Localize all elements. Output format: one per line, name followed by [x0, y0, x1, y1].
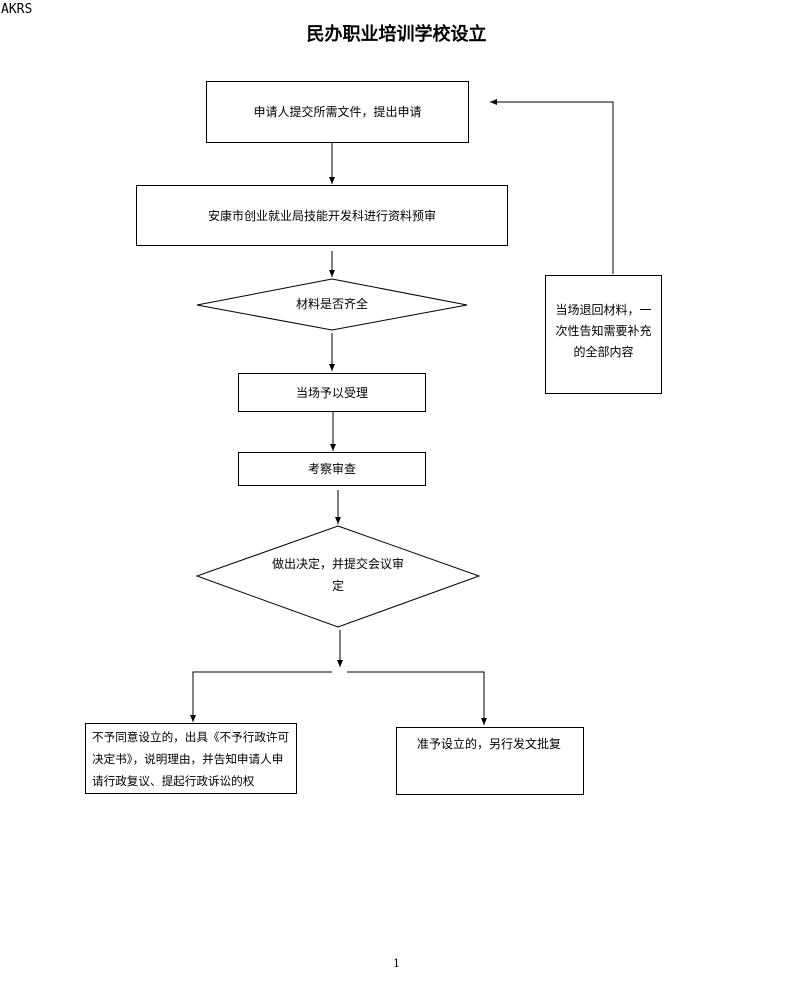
outcome-approve-text: 准予设立的，另行发文批复 — [417, 737, 562, 751]
outcome-approve-box: 准予设立的，另行发文批复 — [396, 727, 584, 795]
page-number: 1 — [393, 957, 400, 970]
split-right-connector — [347, 671, 487, 725]
step-inspect-box: 考察审查 — [238, 452, 426, 486]
step-inspect-text: 考察审查 — [307, 462, 356, 476]
split-left-connector — [190, 671, 332, 722]
return-loop-connector — [490, 99, 614, 274]
outcome-reject-text: 不予同意设立的，出具《不予行政许可决定书》，说明理由，并告知申请人申请行政复议、… — [92, 730, 290, 788]
decision-final-line2: 定 — [331, 579, 344, 593]
decision-diamond-final — [195, 525, 481, 628]
step-apply-text: 申请人提交所需文件，提出申请 — [253, 105, 422, 119]
decision-materials-text: 材料是否齐全 — [295, 297, 368, 311]
step-apply-box: 申请人提交所需文件，提出申请 — [206, 81, 469, 143]
decision-diamond-materials — [196, 278, 468, 331]
step-review-box: 安康市创业就业局技能开发科进行资料预审 — [136, 185, 508, 246]
side-return-text: 当场退回材料，一次性告知需要补充的全部内容 — [555, 303, 652, 359]
page-title: 民办职业培训学校设立 — [306, 24, 487, 45]
step-review-text: 安康市创业就业局技能开发科进行资料预审 — [207, 208, 436, 223]
decision-final-text: 做出决定，并提交会议审 定 — [238, 553, 438, 597]
decision-final-line1: 做出决定，并提交会议审 — [271, 557, 404, 571]
step-accept-text: 当场予以受理 — [295, 385, 368, 400]
side-return-box: 当场退回材料，一次性告知需要补充的全部内容 — [545, 275, 662, 394]
outcome-reject-box: 不予同意设立的，出具《不予行政许可决定书》，说明理由，并告知申请人申请行政复议、… — [85, 723, 297, 794]
step-accept-box: 当场予以受理 — [238, 373, 426, 412]
corner-mark: AKRS — [1, 2, 33, 17]
